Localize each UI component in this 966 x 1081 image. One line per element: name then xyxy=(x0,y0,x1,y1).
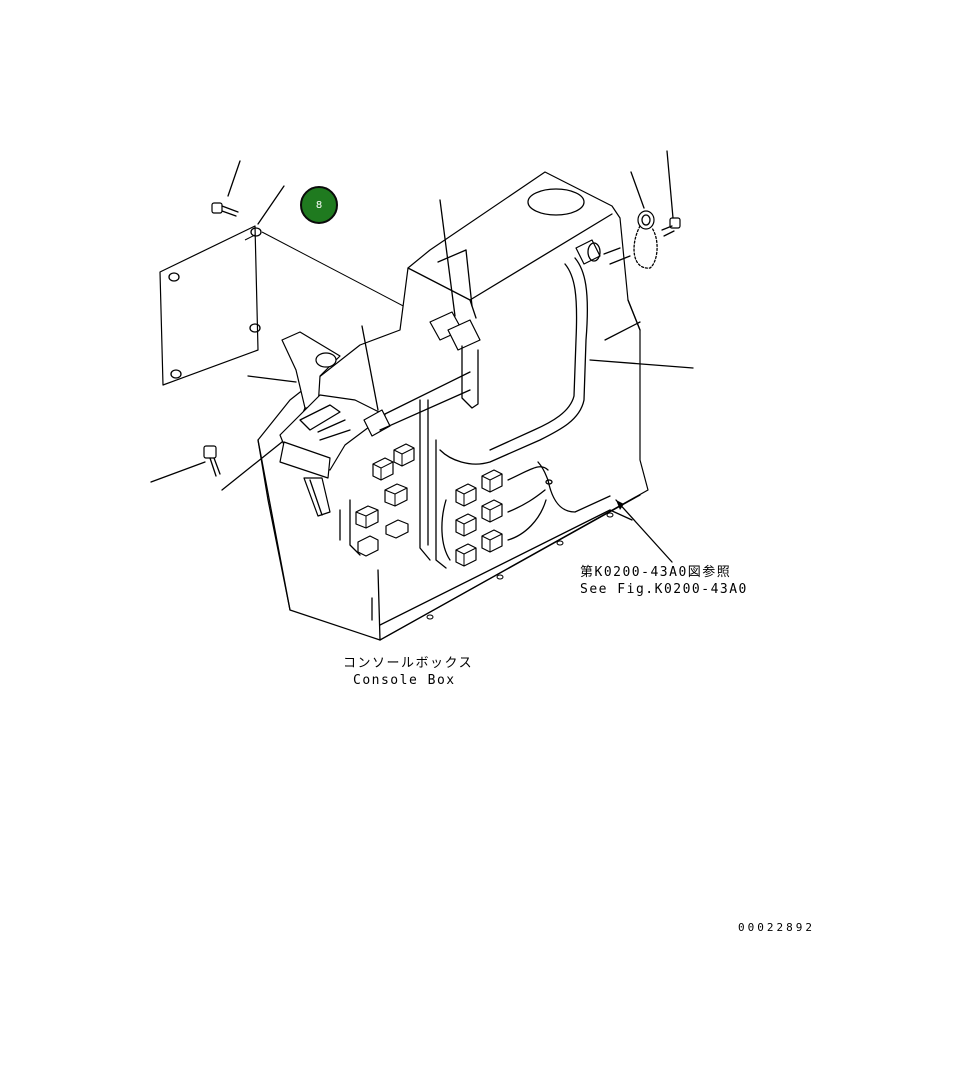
relay-cube-7 xyxy=(455,483,477,507)
see-figure-label-jp: 第K0200-43A0図参照 xyxy=(580,565,732,580)
relay-cube-4 xyxy=(355,505,379,529)
lever-assembly xyxy=(247,331,386,517)
relay-cube-3 xyxy=(384,483,408,507)
bolt-top-right xyxy=(661,150,681,237)
mounting-bracket xyxy=(159,225,262,386)
callout-badge-label: 8 xyxy=(315,199,323,211)
callout-badge-8[interactable]: 8 xyxy=(300,186,338,224)
connector-with-cap xyxy=(575,171,658,269)
drawing-number: 00022892 xyxy=(738,921,815,934)
relay-cube-9 xyxy=(455,513,477,537)
relay-cube-12 xyxy=(481,529,503,553)
relay-blocks xyxy=(355,443,549,567)
switch-connector-upper xyxy=(429,199,481,409)
console-box-label-jp: コンソールボックス xyxy=(343,656,474,671)
bolt-top-left xyxy=(211,160,241,217)
relay-cube-11 xyxy=(455,543,477,567)
relay-cube-2 xyxy=(393,443,415,467)
relay-cube-5 xyxy=(385,519,409,539)
relay-cube-6 xyxy=(357,535,379,557)
relay-cube-10 xyxy=(481,499,503,523)
console-box-label-en: Console Box xyxy=(353,673,456,688)
see-figure-label-en: See Fig.K0200-43A0 xyxy=(580,582,748,597)
bolt-left-middle xyxy=(150,441,283,491)
wire-harness xyxy=(339,257,611,569)
switch-connector-lower xyxy=(361,325,471,437)
relay-cube-8 xyxy=(481,469,503,493)
relay-cube-1 xyxy=(372,457,394,481)
